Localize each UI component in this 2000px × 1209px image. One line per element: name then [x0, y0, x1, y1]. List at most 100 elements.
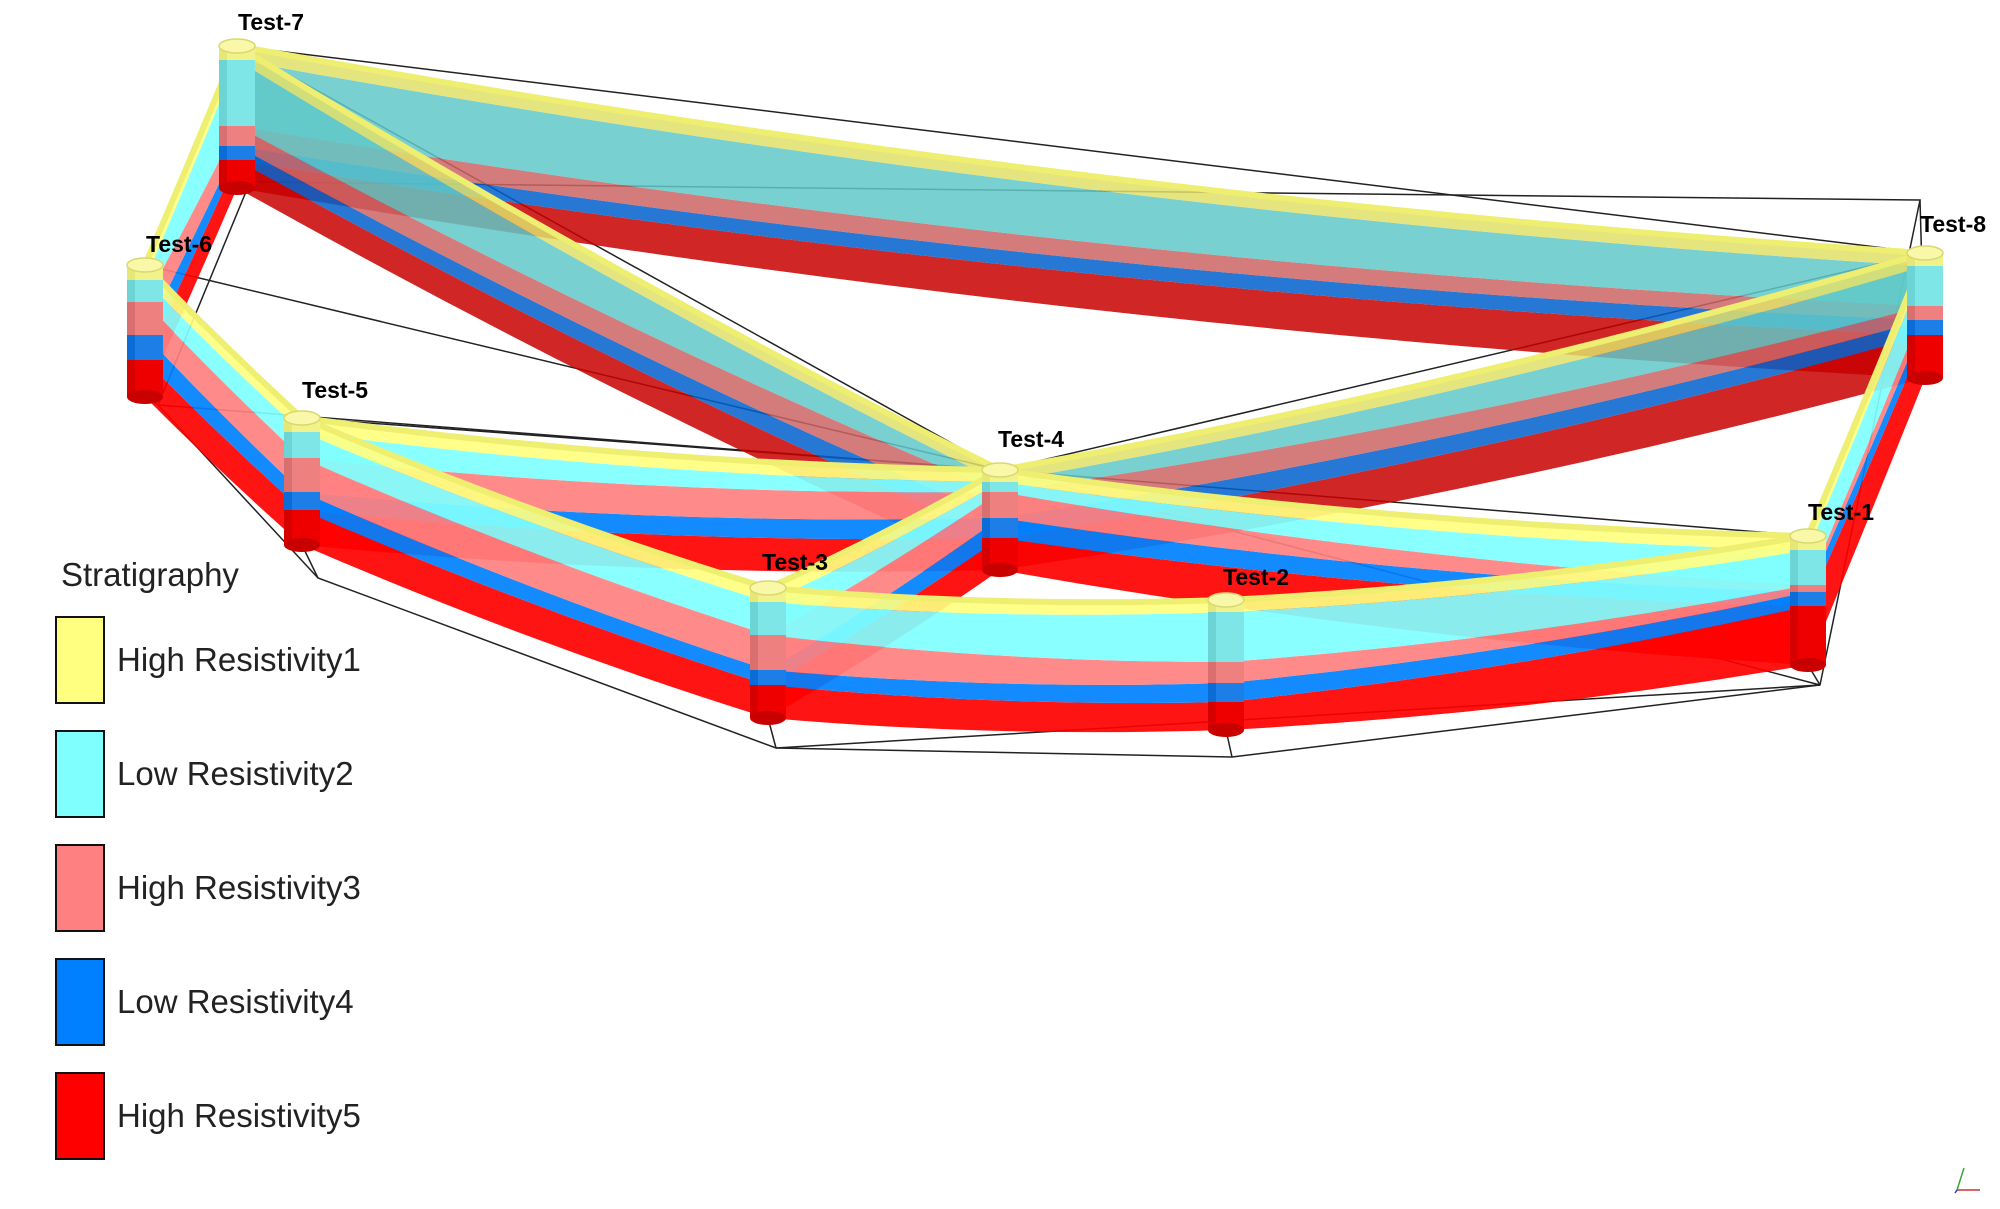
well-bottom-cap: [219, 181, 255, 195]
well-column-w5: [283, 410, 321, 552]
legend-label: Low Resistivity2: [117, 754, 354, 792]
fence-top-edge: [301, 415, 1001, 473]
well-layer: [219, 146, 255, 160]
fence-top-edge: [766, 467, 1002, 591]
fence-layer: [1000, 253, 1925, 482]
legend-label: High Resistivity5: [117, 1096, 361, 1134]
well-shade: [1208, 600, 1216, 612]
well-label-w8: Test-8: [1920, 211, 1986, 237]
well-column-w3: [749, 580, 787, 725]
legend-swatch: [55, 957, 105, 1046]
fence-layer: [302, 458, 768, 670]
well-shade: [284, 492, 292, 510]
well-shade: [750, 685, 758, 718]
top-wire: [236, 45, 1926, 254]
well-layer: [1790, 592, 1826, 606]
fence-layer: [237, 60, 1925, 306]
fence-top-edge: [999, 467, 1809, 539]
fence-section: [767, 585, 1227, 733]
fence-layer: [237, 126, 1000, 518]
well-layer: [1907, 306, 1943, 320]
well-shade: [219, 126, 227, 146]
fence-layer: [1808, 335, 1925, 665]
well-bottom-cap: [284, 538, 320, 552]
well-shade: [219, 160, 227, 188]
well-shade: [127, 335, 135, 360]
well-shade: [284, 510, 292, 545]
well-shade: [982, 482, 990, 492]
well-shade: [1907, 266, 1915, 306]
well-shade: [982, 470, 990, 482]
legend-label: High Resistivity3: [117, 868, 361, 906]
well-shade: [127, 265, 135, 280]
well-bottom-cap: [982, 563, 1018, 577]
well-shade: [127, 360, 135, 397]
well-bottom-cap: [750, 711, 786, 725]
fence-layer: [1226, 592, 1808, 702]
fence-layer: [768, 635, 1226, 685]
fence-top-edge: [236, 43, 1926, 256]
well-label-w2: Test-2: [1223, 564, 1289, 590]
legend-swatch: [55, 615, 105, 704]
legend-item-high-resistivity3: High Resistivity3: [55, 842, 361, 933]
fence-layer: [302, 432, 768, 635]
well-shade: [1907, 253, 1915, 266]
well-layer: [982, 482, 1018, 492]
well-shade: [284, 418, 292, 432]
well-shade: [982, 492, 990, 518]
well-column-w7: [218, 38, 256, 195]
fence-layer: [302, 492, 768, 685]
fence-section: [1225, 533, 1809, 730]
well-shade: [1790, 606, 1798, 665]
fence-top-edge: [142, 262, 305, 421]
well-shade: [1790, 550, 1798, 585]
legend-item-low-resistivity4: Low Resistivity4: [55, 956, 361, 1047]
well-layer: [982, 518, 1018, 538]
well-column-w8: [1906, 245, 1944, 385]
well-shade: [982, 518, 990, 538]
well-shade: [750, 588, 758, 602]
fence-layer: [302, 492, 1000, 540]
well-top-cap: [1207, 592, 1245, 608]
well-labels: Test-1Test-2Test-3Test-4Test-5Test-6Test…: [146, 9, 1986, 590]
fence-layer: [1000, 482, 1808, 585]
well-shade: [284, 458, 292, 492]
legend-title: Stratigraphy: [61, 556, 239, 593]
fence-top-edge: [1225, 533, 1809, 603]
legend-item-low-resistivity2: Low Resistivity2: [55, 728, 361, 819]
fence-layer: [145, 126, 237, 335]
well-label-w7: Test-7: [238, 9, 304, 35]
well-shade: [750, 670, 758, 685]
well-shade: [1907, 335, 1915, 378]
well-columns: [126, 38, 1944, 737]
well-top-cap: [749, 580, 787, 596]
fence-layer: [1808, 306, 1925, 592]
well-shade: [1790, 592, 1798, 606]
well-column-w1: [1789, 528, 1827, 672]
legend-label: High Resistivity1: [117, 640, 361, 678]
well-shade: [127, 302, 135, 335]
well-label-w5: Test-5: [302, 377, 368, 403]
well-shade: [1208, 612, 1216, 662]
well-layer: [284, 492, 320, 510]
well-column-w4: [981, 462, 1019, 577]
well-shade: [1907, 306, 1915, 320]
well-layer: [750, 670, 786, 685]
fence-layer: [145, 280, 302, 458]
fence-layer: [1000, 266, 1925, 492]
well-shade: [1208, 702, 1216, 730]
well-shade: [982, 538, 990, 570]
fence-layer: [145, 360, 302, 545]
well-shade: [1790, 585, 1798, 592]
well-column-w6: [126, 257, 164, 404]
well-top-cap: [1789, 528, 1827, 544]
fence-layer: [768, 670, 1226, 703]
fence-layer: [1000, 320, 1925, 538]
legend-item-high-resistivity5: High Resistivity5: [55, 1070, 361, 1161]
well-shade: [1208, 662, 1216, 683]
well-top-cap: [1906, 245, 1944, 261]
well-bottom-cap: [127, 390, 163, 404]
fence-section: [142, 262, 305, 545]
fence-layer: [768, 602, 1226, 663]
